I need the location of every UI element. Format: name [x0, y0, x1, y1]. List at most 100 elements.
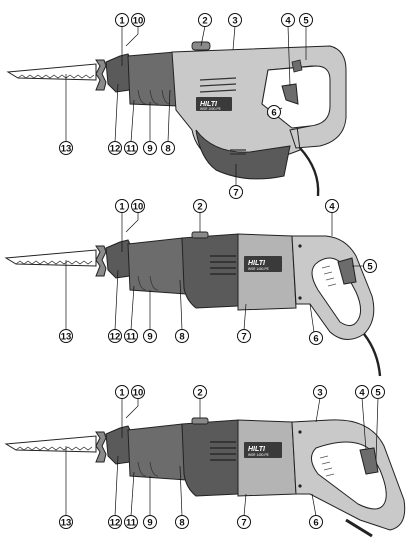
- callout-2: 2: [193, 385, 207, 399]
- model-label: WSR 1400-PE: [248, 267, 269, 271]
- svg-text:10: 10: [133, 16, 144, 27]
- power-cord: [299, 147, 320, 197]
- svg-text:13: 13: [61, 518, 72, 529]
- shoe-plate: [95, 431, 107, 463]
- callout-5: 5: [299, 13, 313, 27]
- svg-text:11: 11: [126, 332, 137, 343]
- saw-blade: [4, 249, 97, 267]
- svg-text:8: 8: [179, 518, 184, 529]
- callout-10: 10: [131, 199, 145, 213]
- svg-text:8: 8: [179, 332, 184, 343]
- callout-11: 11: [124, 141, 138, 155]
- shoe-plate: [95, 59, 107, 91]
- saw-view-2: HILTI WSR 1400-PE 1 10 2: [4, 199, 382, 377]
- front-grip: [127, 423, 187, 481]
- callout-1: 1: [115, 199, 129, 213]
- callout-7: 7: [237, 515, 251, 529]
- power-cord: [345, 518, 373, 538]
- svg-text:1: 1: [119, 16, 125, 27]
- svg-text:9: 9: [147, 518, 152, 529]
- svg-text:4: 4: [329, 202, 335, 213]
- top-button: [191, 231, 209, 239]
- brand-label: HILTI: [248, 260, 266, 267]
- callout-8: 8: [175, 515, 189, 529]
- hilti-logo: HILTI WSR 1400-PE: [244, 256, 282, 272]
- svg-text:6: 6: [271, 108, 276, 119]
- callout-12: 12: [108, 329, 122, 343]
- svg-text:6: 6: [313, 518, 318, 529]
- gear-housing: [181, 419, 239, 497]
- callout-7: 7: [229, 185, 243, 199]
- svg-text:2: 2: [197, 202, 202, 213]
- callout-5: 5: [371, 385, 385, 399]
- model-label: WSR 1000-PE: [200, 107, 221, 111]
- svg-text:1: 1: [119, 388, 125, 399]
- svg-text:12: 12: [110, 144, 121, 155]
- callout-9: 9: [143, 515, 157, 529]
- power-cord: [363, 333, 382, 377]
- svg-text:12: 12: [110, 332, 121, 343]
- grip-ribs: [319, 455, 335, 477]
- callout-6: 6: [309, 515, 323, 529]
- callout-9: 9: [143, 141, 157, 155]
- trigger-switch: [337, 257, 357, 285]
- svg-text:13: 13: [61, 332, 72, 343]
- brand-label: HILTI: [200, 101, 218, 108]
- callout-13: 13: [59, 515, 73, 529]
- callout-4: 4: [281, 13, 295, 27]
- blade-teeth: [15, 260, 93, 265]
- callout-13: 13: [59, 141, 73, 155]
- rear-handle: [291, 419, 406, 531]
- lock-button: [291, 59, 303, 73]
- svg-text:7: 7: [241, 518, 246, 529]
- svg-text:7: 7: [233, 188, 238, 199]
- callout-1: 1: [115, 13, 129, 27]
- callout-12: 12: [108, 515, 122, 529]
- callout-3: 3: [313, 385, 327, 399]
- gear-housing: [181, 233, 239, 309]
- model-label: WSR 1400-PE: [248, 453, 269, 457]
- svg-text:4: 4: [359, 388, 365, 399]
- top-button: [191, 417, 209, 425]
- callout-8: 8: [175, 329, 189, 343]
- svg-text:9: 9: [147, 332, 152, 343]
- svg-text:2: 2: [197, 388, 202, 399]
- svg-text:5: 5: [303, 16, 309, 27]
- front-grip: [127, 237, 187, 295]
- trigger-switch: [281, 83, 299, 105]
- svg-text:9: 9: [147, 144, 152, 155]
- svg-text:11: 11: [126, 144, 137, 155]
- svg-text:3: 3: [232, 16, 237, 27]
- callout-9: 9: [143, 329, 157, 343]
- hilti-logo: HILTI WSR 1400-PE: [244, 442, 282, 458]
- svg-text:10: 10: [133, 202, 144, 213]
- blade-teeth: [15, 446, 93, 451]
- svg-text:12: 12: [110, 518, 121, 529]
- saw-view-1: HILTI WSR 1000-PE 1 10 2: [6, 13, 347, 199]
- callout-8: 8: [161, 141, 175, 155]
- trigger-switch: [359, 447, 379, 475]
- leader-lines: [65, 396, 379, 517]
- svg-text:6: 6: [313, 334, 318, 345]
- svg-text:4: 4: [285, 16, 291, 27]
- callout-7: 7: [237, 329, 251, 343]
- svg-text:1: 1: [119, 202, 125, 213]
- callout-6: 6: [309, 331, 323, 345]
- svg-text:5: 5: [367, 262, 373, 273]
- callout-1: 1: [115, 385, 129, 399]
- callout-6: 6: [267, 105, 281, 119]
- shoe-plate: [95, 245, 107, 277]
- rear-handle: [291, 235, 375, 340]
- leader-lines: [65, 24, 307, 186]
- hilti-logo: HILTI WSR 1000-PE: [196, 97, 232, 111]
- saw-blade: [6, 63, 97, 81]
- svg-text:3: 3: [317, 388, 322, 399]
- callout-12: 12: [108, 141, 122, 155]
- saw-view-3: HILTI WSR 1400-PE 1 10: [4, 385, 406, 538]
- svg-text:13: 13: [61, 144, 72, 155]
- svg-text:7: 7: [241, 332, 246, 343]
- callout-3: 3: [228, 13, 242, 27]
- callout-4: 4: [325, 199, 339, 213]
- brand-label: HILTI: [248, 446, 266, 453]
